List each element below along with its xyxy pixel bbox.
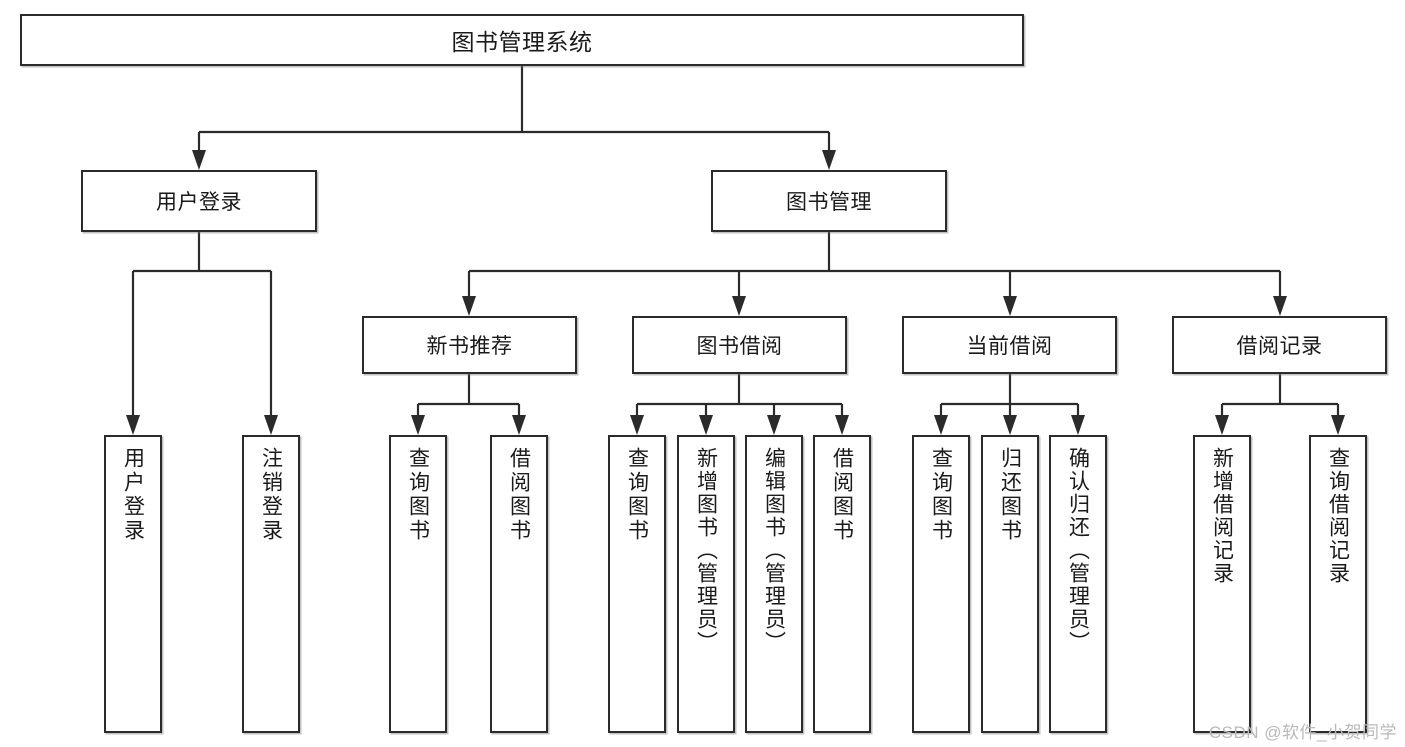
arrow-leaf-add-record — [1215, 415, 1229, 435]
arrow-new-book — [462, 296, 476, 316]
node-leaf-add-book-admin[interactable]: 新增图书（管理员） — [677, 435, 735, 733]
arrow-leaf-logout — [264, 415, 278, 435]
node-root-system[interactable]: 图书管理系统 — [20, 14, 1024, 66]
node-leaf-edit-book-admin[interactable]: 编辑图书（管理员） — [745, 435, 803, 733]
arrow-leaf-return-book — [1003, 415, 1017, 435]
node-current-borrow-label: 当前借阅 — [966, 335, 1053, 358]
node-leaf-query-book-current[interactable]: 查询图书 — [912, 435, 970, 733]
node-leaf-return-book-label: 归还图书 — [998, 447, 1022, 543]
arrow-leaf-borrow-book-1 — [512, 415, 526, 435]
node-root-system-label: 图书管理系统 — [451, 29, 593, 55]
node-book-borrow-label: 图书借阅 — [696, 335, 783, 358]
arrow-leaf-query-book-1 — [411, 415, 425, 435]
node-leaf-query-borrow-record[interactable]: 查询借阅记录 — [1309, 435, 1367, 733]
node-borrow-record[interactable]: 借阅记录 — [1172, 316, 1387, 374]
node-leaf-query-book-borrow[interactable]: 查询图书 — [608, 435, 666, 733]
arrow-leaf-confirm-return — [1071, 415, 1085, 435]
node-book-borrow[interactable]: 图书借阅 — [632, 316, 847, 374]
node-leaf-return-book[interactable]: 归还图书 — [981, 435, 1039, 733]
arrow-user-login — [192, 150, 206, 170]
node-leaf-borrow-book-recommend-label: 借阅图书 — [507, 447, 531, 543]
arrow-leaf-query-book-2 — [630, 415, 644, 435]
arrow-leaf-query-record — [1331, 415, 1345, 435]
arrow-borrow-record — [1273, 296, 1287, 316]
node-book-management-label: 图书管理 — [786, 191, 872, 214]
arrow-leaf-query-book-3 — [934, 415, 948, 435]
node-leaf-user-login[interactable]: 用户登录 — [104, 435, 162, 733]
node-leaf-user-login-label: 用户登录 — [121, 447, 145, 543]
arrow-leaf-edit-book — [767, 415, 781, 435]
node-leaf-add-book-admin-label: 新增图书（管理员） — [694, 447, 718, 654]
node-leaf-borrow-book-label: 借阅图书 — [830, 447, 854, 543]
node-leaf-logout-label: 注销登录 — [259, 447, 283, 543]
node-leaf-query-book-current-label: 查询图书 — [929, 447, 953, 543]
node-leaf-query-borrow-record-label: 查询借阅记录 — [1326, 447, 1350, 585]
node-new-book-recommend-label: 新书推荐 — [426, 335, 513, 358]
node-user-login-label: 用户登录 — [156, 191, 242, 214]
node-leaf-query-book-recommend-label: 查询图书 — [406, 447, 430, 543]
arrow-book-borrow — [732, 296, 746, 316]
node-leaf-confirm-return-admin-label: 确认归还（管理员） — [1066, 447, 1090, 654]
node-book-management[interactable]: 图书管理 — [711, 170, 947, 232]
arrow-book-manage — [822, 150, 836, 170]
node-leaf-borrow-book-recommend[interactable]: 借阅图书 — [490, 435, 548, 733]
node-leaf-edit-book-admin-label: 编辑图书（管理员） — [762, 447, 786, 654]
node-leaf-add-borrow-record-label: 新增借阅记录 — [1210, 447, 1234, 585]
arrow-leaf-borrow-book-2 — [835, 415, 849, 435]
arrow-current-borrow — [1003, 296, 1017, 316]
arrow-leaf-add-book — [699, 415, 713, 435]
node-borrow-record-label: 借阅记录 — [1236, 335, 1323, 358]
node-current-borrow[interactable]: 当前借阅 — [902, 316, 1117, 374]
node-user-login[interactable]: 用户登录 — [81, 170, 317, 232]
node-leaf-borrow-book[interactable]: 借阅图书 — [813, 435, 871, 733]
arrow-leaf-user-login — [126, 415, 140, 435]
node-leaf-query-book-borrow-label: 查询图书 — [625, 447, 649, 543]
node-leaf-add-borrow-record[interactable]: 新增借阅记录 — [1193, 435, 1251, 733]
node-leaf-query-book-recommend[interactable]: 查询图书 — [389, 435, 447, 733]
node-leaf-logout[interactable]: 注销登录 — [242, 435, 300, 733]
node-leaf-confirm-return-admin[interactable]: 确认归还（管理员） — [1049, 435, 1107, 733]
node-new-book-recommend[interactable]: 新书推荐 — [362, 316, 577, 374]
csdn-watermark: CSDN @软件_小贺同学 — [1208, 723, 1397, 742]
